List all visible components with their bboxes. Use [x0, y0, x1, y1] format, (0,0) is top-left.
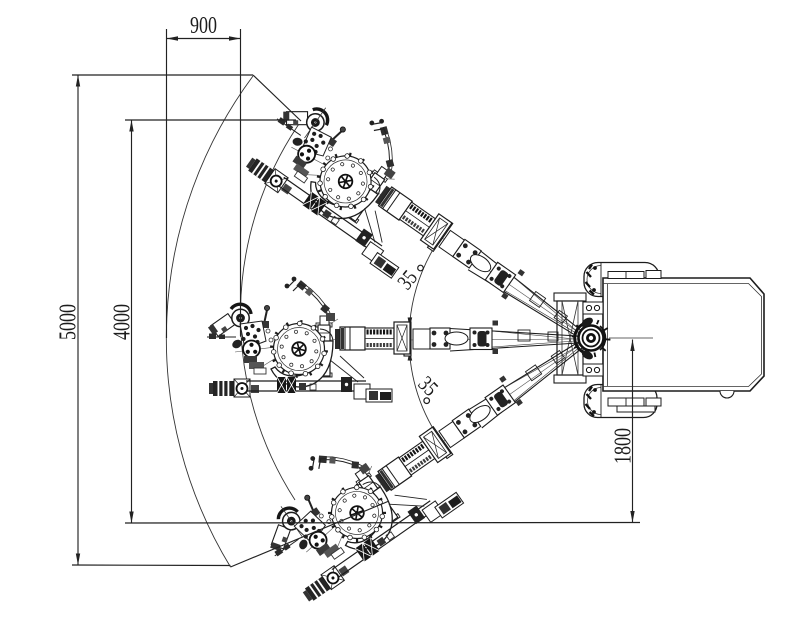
svg-text:900: 900	[190, 12, 217, 39]
svg-text:4000: 4000	[108, 304, 135, 340]
svg-text:5000: 5000	[54, 304, 81, 340]
svg-text:1800: 1800	[609, 428, 636, 464]
svg-text:35: 35	[413, 372, 443, 402]
